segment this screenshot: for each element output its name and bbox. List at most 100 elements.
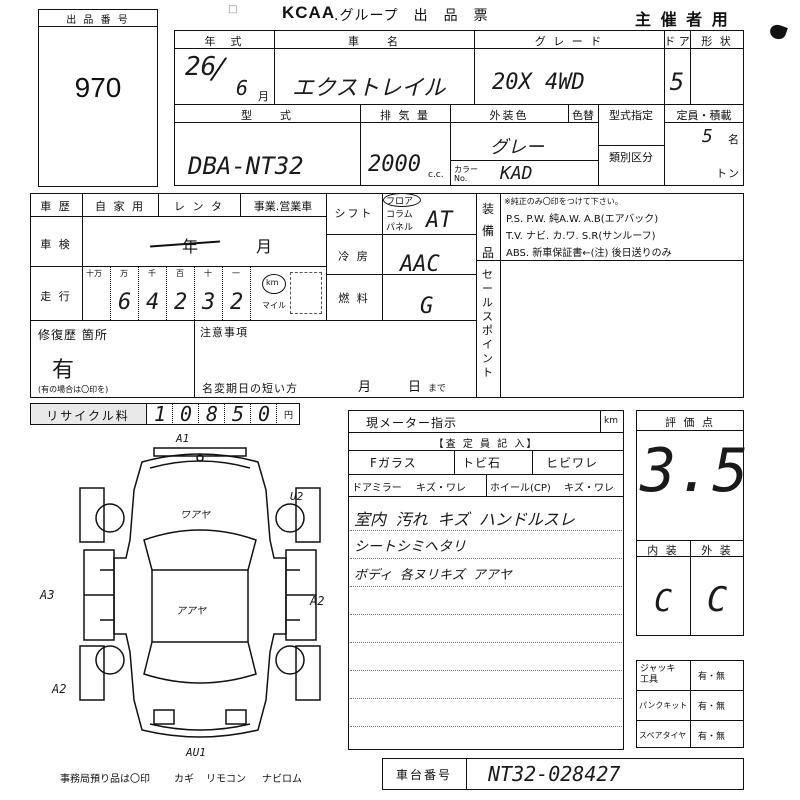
type-designation-label: 型式指定: [609, 109, 653, 122]
sales-point-label: セールスポイント: [482, 268, 494, 379]
capacity-unit: 名: [728, 133, 740, 146]
digit-label-10: 十: [204, 269, 212, 278]
color-change-label: 色替: [572, 109, 594, 122]
km-circle: [262, 274, 286, 294]
shift-label: シフト: [334, 207, 374, 220]
mileage-digit: 6: [118, 290, 132, 315]
diagram-mark: U2: [290, 490, 304, 503]
evaluation-label: 評 価 点: [665, 416, 715, 429]
diagram-mark: A1: [176, 432, 190, 445]
digit-label-1k: 千: [148, 269, 156, 278]
mileage-digit: 4: [146, 290, 160, 315]
inspector-door-mirror: ドアミラー: [352, 483, 402, 494]
inspector-note-2: シートシミヘタリ: [354, 539, 466, 555]
notice-label: 注意事項: [200, 326, 248, 339]
recycle-digit: 1: [154, 402, 167, 426]
grade-label: グ レ ー ド: [534, 35, 604, 48]
history-option-private: 自 家 用: [95, 200, 145, 213]
color-no-value: KAD: [500, 163, 533, 184]
tool-spare-value: 有・無: [698, 732, 726, 742]
equipment-note: ※純正のみ〇印をつけて下さい。: [504, 197, 623, 206]
tool-punctkit-value: 有・無: [698, 702, 726, 712]
history-section: [30, 193, 744, 398]
diagram-mark: AU1: [186, 746, 206, 759]
recycle-fee-box: [30, 403, 300, 425]
equipment-line-1: P.S. P.W. 純A.W. A.B(エアバック): [506, 214, 659, 225]
mileage-label: 走 行: [40, 290, 72, 303]
name-label: 車 名: [348, 35, 400, 48]
equipment-line-3: ABS. 新車保証書←(注) 後日送りのみ: [506, 248, 672, 259]
recycle-digit: 0: [180, 402, 193, 426]
equipment-label: 装備品: [482, 202, 496, 260]
history-label: 車 歴: [40, 200, 72, 213]
car-name-value: エクストレイル: [292, 76, 446, 101]
grade-value: 20X 4WD: [492, 70, 585, 95]
digit-label-100: 百: [176, 269, 184, 278]
fuel-value: G: [420, 294, 434, 319]
mile-label: マイル: [262, 301, 286, 310]
chassis-value: NT32-028427: [488, 762, 621, 786]
expiry-day: 日: [408, 380, 423, 395]
inspector-box: [348, 410, 624, 750]
displacement-unit: c.c.: [428, 170, 444, 180]
footer-remote: リモコン: [206, 774, 246, 785]
ac-value: AAC: [400, 252, 440, 277]
corner-mark: [768, 22, 788, 42]
category-label: 類別区分: [609, 151, 653, 164]
history-option-rental: レ ン タ: [174, 200, 224, 213]
shift-option-column: コラム: [386, 210, 413, 220]
digit-label-1: 一: [232, 269, 240, 278]
digit-label-100k: 十万: [86, 269, 102, 278]
footer-navirom: ナビロム: [262, 774, 302, 785]
tool-jack-value: 有・無: [698, 672, 726, 682]
expiry-suffix: まで: [428, 384, 447, 394]
meter-label: 現メーター指示: [366, 416, 458, 430]
inspector-label: 【査 定 員 記 入】: [433, 439, 539, 450]
evaluation-score: 3.5: [640, 436, 749, 506]
shape-label: 形 状: [701, 35, 733, 48]
mileage-digit: 2: [230, 290, 244, 315]
brand-logo: KCAA: [282, 3, 336, 22]
inspector-note-3: ボディ 各ヌリキズ アアヤ: [354, 568, 512, 583]
lot-number-label: 出 品 番 号: [66, 15, 130, 26]
tool-punctkit-label: パンクキット: [639, 701, 688, 710]
chassis-label: 車台番号: [395, 768, 452, 782]
month-value: 6: [236, 76, 249, 100]
inspector-wheel: ホイール(CP): [490, 483, 551, 494]
vehicle-info-table: [174, 30, 744, 186]
month-unit: 月: [258, 90, 270, 103]
car-damage-diagram: [79, 447, 321, 738]
repair-note: (有の場合は〇印を): [38, 385, 109, 394]
doors-label: ド ア: [664, 35, 690, 48]
repair-label: 修復歴 箇所: [38, 328, 108, 342]
shaken-month: 月: [256, 237, 274, 256]
ton-unit: トン: [716, 167, 740, 180]
year-value: 26: [185, 52, 217, 82]
inspector-chip: トビ石: [462, 456, 502, 470]
doors-value: 5: [669, 68, 685, 96]
inspector-crack: ヒビワレ: [546, 456, 599, 470]
digit-label-10k: 万: [120, 269, 128, 278]
tool-jack-label: ジャッキ 工具: [640, 664, 676, 685]
diagram-mark: A2: [52, 682, 67, 696]
meter-unit: km: [604, 416, 618, 426]
recycle-digit: 8: [206, 402, 219, 426]
recycle-unit: 円: [284, 411, 294, 421]
color-no-label: カラー No.: [454, 165, 478, 183]
recycle-fee-label: リサイクル料: [46, 409, 130, 423]
diagram-mark: アアヤ: [176, 606, 206, 617]
capacity-label: 定員・積載: [676, 109, 732, 122]
model-value: DBA-NT32: [188, 152, 304, 180]
form-title: .グループ 出 品 票: [334, 8, 489, 24]
organizer-label: 主 催 者 用: [635, 10, 730, 29]
diagram-mark: A3: [40, 588, 55, 602]
diagram-mark: ワアヤ: [180, 510, 210, 521]
shaken-label: 車 検: [40, 238, 72, 251]
exterior-grade: C: [706, 580, 728, 620]
lot-number-box: [38, 9, 158, 187]
history-option-business: 事業.営業車: [253, 200, 313, 213]
repair-value: 有: [52, 358, 75, 383]
inspector-mirror-damage: キズ・ワレ: [416, 483, 466, 494]
exterior-color-value: グレー: [490, 137, 544, 158]
inspector-wheel-damage: キズ・ワレ: [564, 483, 614, 494]
